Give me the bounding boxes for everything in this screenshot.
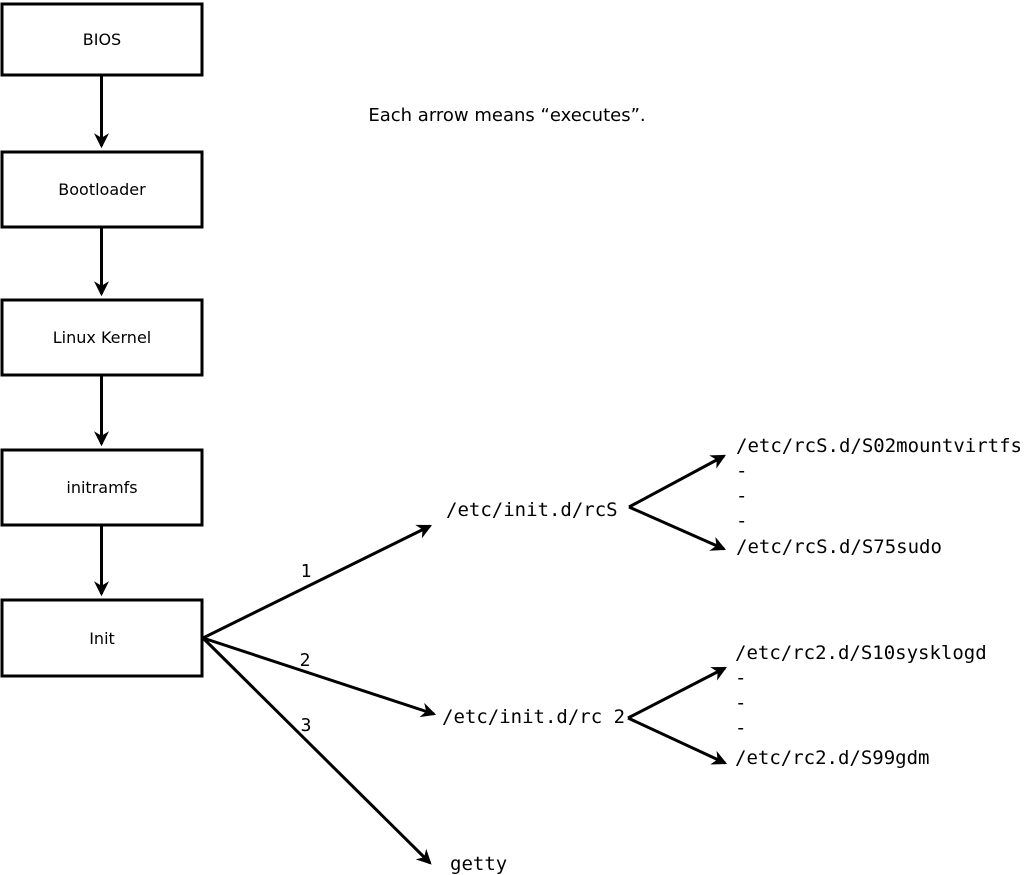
arrow-rc2-first-script <box>627 666 727 720</box>
rc2-child-dash-3: - <box>735 717 746 739</box>
node-rcs: /etc/init.d/rcS <box>446 499 618 521</box>
box-linux-kernel: Linux Kernel <box>0 298 204 377</box>
box-init-label: Init <box>89 629 115 648</box>
arrow-init-rcs <box>202 524 433 640</box>
node-getty: getty <box>450 853 507 875</box>
arrow-rc2-last-script <box>627 716 728 765</box>
box-bios: BIOS <box>0 2 204 77</box>
box-linux-kernel-label: Linux Kernel <box>53 328 151 347</box>
rc2-child-dash-1: - <box>735 667 746 689</box>
arrow-order-1: 1 <box>301 561 312 582</box>
rcs-child-dash-3: - <box>736 510 747 532</box>
rcs-child-last: /etc/rcS.d/S75sudo <box>736 536 942 558</box>
box-bios-label: BIOS <box>83 30 121 49</box>
box-initramfs-rect <box>0 448 204 527</box>
box-bios-rect <box>0 2 204 77</box>
box-linux-kernel-rect <box>0 298 204 377</box>
box-initramfs: initramfs <box>0 448 204 527</box>
box-bootloader: Bootloader <box>0 150 204 229</box>
rcs-child-dash-1: - <box>736 460 747 482</box>
box-initramfs-label: initramfs <box>66 478 137 497</box>
arrow-init-rc2 <box>202 636 437 718</box>
arrow-order-3: 3 <box>301 715 312 736</box>
arrow-init-getty <box>201 636 432 865</box>
node-rc2: /etc/init.d/rc 2 <box>442 706 625 728</box>
box-init: Init <box>0 598 204 678</box>
box-init-rect <box>0 598 204 678</box>
note-executes: Each arrow means “executes”. <box>368 105 645 126</box>
arrow-rcs-last-script <box>628 505 727 551</box>
rc2-child-dash-2: - <box>735 692 746 714</box>
arrow-rcs-first-script <box>628 454 726 509</box>
rcs-child-dash-2: - <box>736 485 747 507</box>
rc2-child-first: /etc/rc2.d/S10sysklogd <box>735 642 987 664</box>
rcs-child-first: /etc/rcS.d/S02mountvirtfs <box>736 435 1022 457</box>
rc2-child-last: /etc/rc2.d/S99gdm <box>735 747 929 769</box>
arrow-order-2: 2 <box>300 650 311 671</box>
box-bootloader-rect <box>0 150 204 229</box>
box-bootloader-label: Bootloader <box>58 180 146 199</box>
